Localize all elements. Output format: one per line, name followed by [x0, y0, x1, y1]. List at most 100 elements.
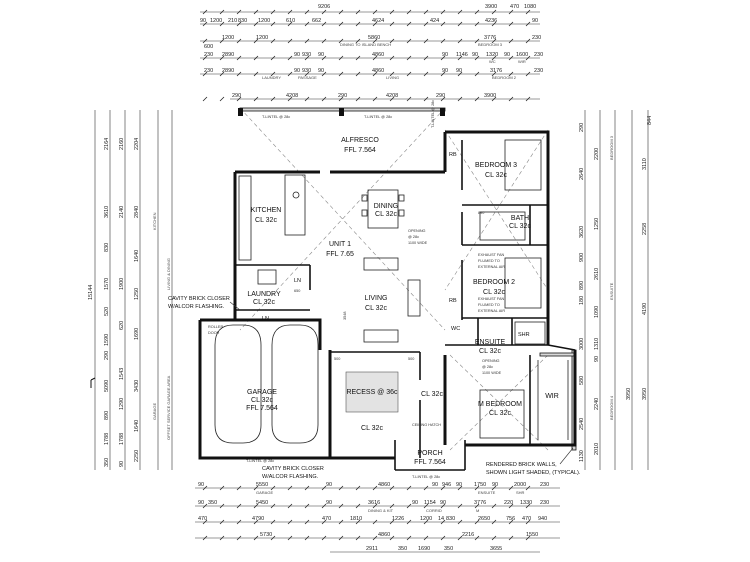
margin-arrow-icon	[90, 377, 96, 388]
tlintel-4: T-LINTEL @ 28c	[246, 459, 274, 463]
dimension-tick	[236, 38, 242, 44]
dim-l1-5: 1590	[104, 334, 110, 346]
dimension-tick	[491, 55, 497, 61]
opening1-a: OPENING	[408, 229, 426, 233]
dim-b1-7: 1750	[474, 482, 486, 488]
dimension-tick	[202, 38, 208, 44]
dimension-tick	[525, 55, 531, 61]
dimension-tick	[219, 96, 225, 102]
dimension-tick	[440, 9, 446, 15]
dimension-tick	[202, 9, 208, 15]
dim-t2-6: 662	[312, 18, 321, 24]
dimension-tick	[406, 96, 412, 102]
dimension-tick	[423, 96, 429, 102]
kitchen-cl: CL 32c	[255, 217, 277, 224]
dimension-tick	[372, 55, 378, 61]
dim-label-living: LIVING	[386, 75, 399, 80]
opening1-b: @ 28c	[408, 235, 419, 239]
dim-t4-6: 90	[442, 52, 448, 58]
dim-t2-8: 424	[430, 18, 439, 24]
dim-b2-6: 1154	[424, 500, 436, 506]
exhaust2-b: FLUMED TO	[478, 303, 500, 307]
dim-l1-8: 890	[104, 411, 110, 420]
living-cl: CL 32c	[365, 305, 387, 312]
dim-r3-0: 3110	[642, 158, 648, 170]
dim-b1-6: 90	[456, 482, 462, 488]
ensuite-name: ENSUITE	[475, 339, 506, 346]
dim-l2-4: 1543	[119, 368, 125, 380]
dim-b1-2: 90	[326, 482, 332, 488]
dim-t4-12: 230	[534, 52, 543, 58]
dining-cl: CL 32c	[375, 211, 397, 218]
dimension-tick	[338, 71, 344, 77]
dimension-tick	[508, 9, 514, 15]
dim-b1-3: 4860	[378, 482, 390, 488]
dim-l1-10: 350	[104, 458, 110, 467]
dimension-tick	[406, 9, 412, 15]
dimension-tick	[355, 21, 361, 27]
dim-r1-1: 2640	[579, 168, 585, 180]
dim-t5-1: 2890	[222, 68, 234, 74]
dim-top-470: 470	[510, 4, 519, 10]
dimension-tick	[525, 96, 531, 102]
dim-l3-6: 1640	[134, 420, 140, 432]
dim-label-bedroom2: BEDROOM 2	[492, 75, 517, 80]
dimension-tick	[372, 96, 378, 102]
dim-b3-11: 940	[538, 516, 547, 522]
tlintel-1: T-LINTEL @ 28c	[262, 115, 290, 119]
dim-r2-4: 1310	[594, 338, 600, 350]
unit-ffl: FFL 7.65	[326, 251, 354, 258]
dimension-tick	[389, 21, 395, 27]
dim-label-b-corrid: CORRID	[426, 508, 442, 513]
dimension-tick	[372, 21, 378, 27]
tlintel-5: T-LINTEL @ 28c	[412, 475, 440, 479]
rendered-note-2: SHOWN LIGHT SHADED, (TYPICAL).	[486, 470, 581, 476]
dimension-tick	[287, 38, 293, 44]
dimension-tick	[474, 96, 480, 102]
dim-t4-9: 1320	[486, 52, 498, 58]
dimension-tick	[389, 71, 395, 77]
dim-t5-6: 90	[442, 68, 448, 74]
dim-b2-2: 5450	[256, 500, 268, 506]
dim-b1-4: 90	[432, 482, 438, 488]
dim-l1-1: 3610	[104, 206, 110, 218]
garage-name: GARAGE	[247, 389, 277, 396]
laundry-name: LAUNDRY	[247, 291, 281, 298]
dim-r3-4: 3950	[642, 388, 648, 400]
dim-t4-0: 230	[204, 52, 213, 58]
dimension-tick	[508, 38, 514, 44]
dim-l1-6: 290	[104, 351, 110, 360]
furniture	[214, 139, 569, 444]
dimension-tick	[440, 21, 446, 27]
dim-top-1080: 1080	[524, 4, 536, 10]
dimension-tick	[474, 55, 480, 61]
dimension-tick	[423, 21, 429, 27]
dimension-tick	[457, 9, 463, 15]
laundry-cl: CL 32c	[253, 299, 275, 306]
dim-b4-0: 5730	[260, 532, 272, 538]
dim-b5-4: 3655	[490, 546, 502, 552]
dimension-tick	[219, 38, 225, 44]
dimension-tick	[321, 55, 327, 61]
dimension-tick	[236, 9, 242, 15]
ln-dim: 650	[294, 289, 300, 293]
dim-l2-7: 90	[119, 461, 125, 467]
dim-b2-3: 90	[326, 500, 332, 506]
tlintel-3: T-LINTEL @ 28c	[431, 100, 435, 128]
dimension-tick	[338, 21, 344, 27]
dim-b2-8: 3776	[474, 500, 486, 506]
dim-r2-0: 2200	[594, 148, 600, 160]
dimension-tick	[304, 21, 310, 27]
dim-b3-1: 4790	[252, 516, 264, 522]
dim-label-laundry: LAUNDRY	[262, 75, 281, 80]
dim-label-b-m: M	[476, 508, 479, 513]
dim-b4-1: 4860	[378, 532, 390, 538]
dim-l1-2: 830	[104, 243, 110, 252]
dimension-tick	[202, 21, 208, 27]
dim-t4-4: 90	[318, 52, 324, 58]
alfresco-name: ALFRESCO	[341, 137, 379, 144]
dimension-tick	[236, 55, 242, 61]
dimension-tick	[321, 71, 327, 77]
dim-l1-0: 2164	[104, 138, 110, 150]
dim-top-9206: 9206	[318, 4, 330, 10]
